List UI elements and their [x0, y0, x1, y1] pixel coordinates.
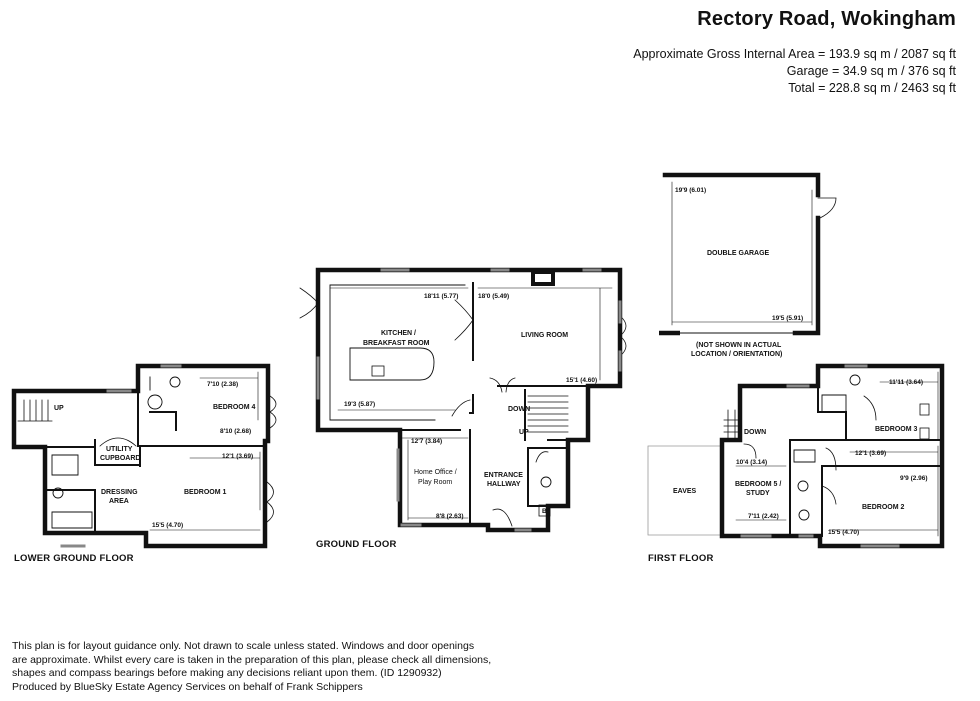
ff-doors — [743, 395, 877, 505]
lg-wc — [52, 487, 64, 499]
gf-down-label: DOWN — [508, 406, 530, 413]
gf-office-label-1: Home Office / — [414, 469, 457, 476]
area-total: Total = 228.8 sq m / 2463 sq ft — [788, 81, 956, 95]
floor-label-lower-ground: LOWER GROUND FLOOR — [14, 553, 134, 564]
lg-up-label: UP — [54, 405, 64, 412]
gf-up-label: UP — [519, 429, 529, 436]
floor-label-first: FIRST FLOOR — [648, 553, 714, 564]
ff-basin — [849, 374, 861, 386]
lg-utility-door — [99, 437, 137, 447]
gf-living-dim-b: 15'1 (4.60) — [566, 377, 597, 384]
floor-label-ground: GROUND FLOOR — [316, 539, 397, 550]
ff-bedroom5-label-2: STUDY — [746, 490, 770, 497]
disclaimer-line-1: This plan is for layout guidance only. N… — [12, 640, 475, 652]
ff-rooflight-2 — [919, 427, 930, 440]
ff-wc-1 — [797, 480, 809, 492]
ff-bedroom2-label: BEDROOM 2 — [862, 504, 905, 511]
gf-chimney — [531, 270, 555, 286]
area-gross: Approximate Gross Internal Area = 193.9 … — [633, 47, 956, 61]
lg-dressing-label-1: DRESSING — [101, 489, 138, 496]
gf-boiler — [538, 504, 551, 517]
gf-sink — [371, 365, 385, 377]
garage-label: DOUBLE GARAGE — [707, 250, 770, 257]
lg-bedroom4-label: BEDROOM 4 — [213, 404, 256, 411]
ff-bedroom3-dim-b: 12'1 (3.69) — [855, 450, 886, 457]
gf-boiler-label: B — [542, 508, 547, 515]
ff-bedroom5-label-1: BEDROOM 5 / — [735, 481, 781, 488]
ff-bedroom2-dim-a: 9'9 (2.96) — [900, 475, 928, 482]
ff-stairs — [723, 409, 741, 441]
gf-hall-label-1: ENTRANCE — [484, 472, 523, 479]
disclaimer-line-4: Produced by BlueSky Estate Agency Servic… — [12, 680, 363, 693]
lg-bedroom1-dim-a: 12'1 (3.69) — [222, 453, 253, 460]
lg-basin — [169, 376, 181, 388]
lg-bedroom4-dim-a: 7'10 (2.38) — [207, 381, 238, 388]
gf-kitchen-dim-b: 19'3 (5.87) — [344, 401, 375, 408]
gf-office-dim-b: 8'8 (2.63) — [436, 513, 464, 520]
ff-down-label: DOWN — [744, 429, 766, 436]
ff-dims — [735, 371, 939, 537]
lg-patio-doors — [266, 395, 277, 523]
lg-windows — [60, 364, 182, 548]
gf-hall-label-2: HALLWAY — [487, 481, 521, 488]
garage-outer-wall — [659, 172, 821, 336]
ff-bedroom3-label: BEDROOM 3 — [875, 426, 918, 433]
lg-dressing-label-2: AREA — [109, 498, 129, 505]
gf-outer-wall — [315, 267, 623, 533]
garage-dim-a: 19'9 (6.01) — [675, 187, 706, 194]
gf-inner-walls — [399, 282, 589, 527]
garage-dim-b: 19'5 (5.91) — [772, 315, 803, 322]
disclaimer: This plan is for layout guidance only. N… — [12, 640, 572, 694]
gf-office-dim-a: 12'7 (3.84) — [411, 438, 442, 445]
garage-side-door — [817, 197, 837, 219]
gf-kitchen-label-2: BREAKFAST ROOM — [363, 340, 430, 347]
plan-title: Rectory Road, Wokingham — [697, 8, 956, 30]
disclaimer-line-3: shapes and compass bearings before makin… — [12, 667, 442, 679]
ff-eaves-label: EAVES — [673, 488, 697, 495]
gf-dims — [329, 287, 613, 521]
lg-stairs — [17, 399, 53, 422]
lower-ground-floor-plan — [11, 363, 277, 549]
ff-bedroom2-dim-b: 15'5 (4.70) — [828, 529, 859, 536]
ff-bedroom3-dim-a: 11'11 (3.64) — [889, 379, 923, 386]
garage-note-1: (NOT SHOWN IN ACTUAL — [696, 342, 782, 349]
lg-utility-label-2: CUPBOARD — [100, 455, 140, 462]
gf-office-label-2: Play Room — [418, 479, 452, 486]
disclaimer-line-2: are approximate. Whilst every care is ta… — [12, 653, 492, 666]
gf-living-label: LIVING ROOM — [521, 332, 568, 339]
garage-note-2: LOCATION / ORIENTATION) — [691, 351, 782, 358]
lg-bedroom4-dim-b: 8'10 (2.68) — [220, 428, 251, 435]
lg-dims — [149, 371, 261, 531]
ground-floor-plan — [299, 267, 627, 533]
gf-living-dim-a: 18'0 (5.49) — [478, 293, 509, 300]
lg-inner-walls — [44, 390, 266, 534]
area-summary: Approximate Gross Internal Area = 193.9 … — [633, 46, 956, 97]
lg-bedroom1-dim-b: 15'5 (4.70) — [152, 522, 183, 529]
gf-kitchen-label-1: KITCHEN / — [381, 330, 416, 337]
area-garage: Garage = 34.9 sq m / 376 sq ft — [786, 64, 956, 78]
ff-windows — [740, 364, 900, 548]
garage-plan — [659, 172, 837, 336]
garage-dims — [671, 181, 813, 326]
gf-windows — [316, 268, 622, 532]
first-floor-plan — [647, 363, 945, 549]
ff-bedroom5-dim-a: 10'4 (3.14) — [736, 459, 767, 466]
gf-wc — [540, 476, 552, 488]
ff-wc-2 — [798, 509, 810, 521]
gf-kitchen-dim-a: 18'11 (5.77) — [424, 293, 458, 300]
gf-stairs — [527, 395, 569, 433]
gf-kitchen-units — [329, 284, 466, 421]
ff-shower — [793, 394, 847, 463]
lg-bedroom1-label: BEDROOM 1 — [184, 489, 227, 496]
ff-rooflight-1 — [919, 403, 930, 416]
gf-doors — [299, 287, 627, 527]
ff-bedroom5-dim-b: 7'11 (2.42) — [748, 513, 779, 520]
lg-utility-label-1: UTILITY — [106, 446, 133, 453]
lg-bathroom-fittings — [51, 376, 163, 529]
